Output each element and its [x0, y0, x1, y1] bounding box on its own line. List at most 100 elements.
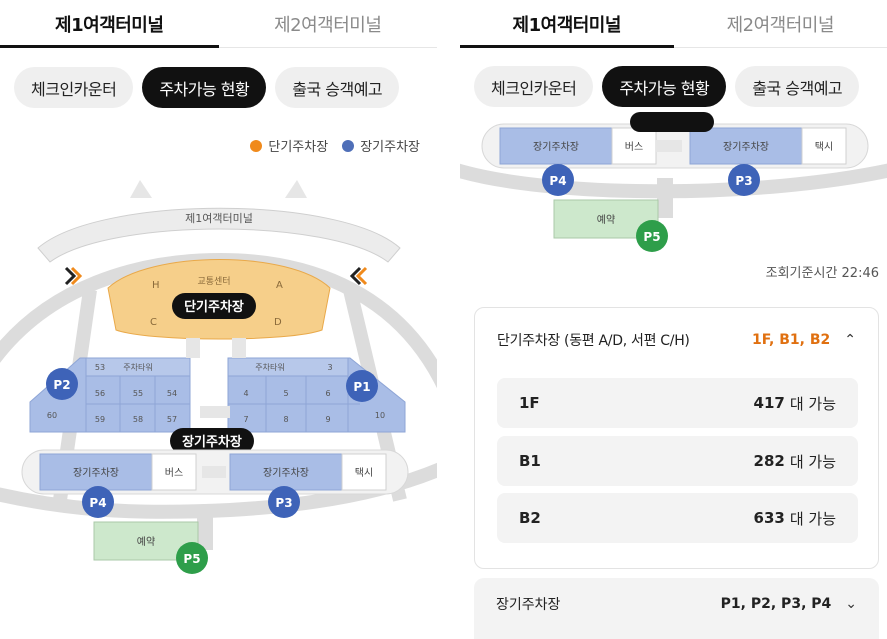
legend-short-term: 단기주차장 — [250, 136, 328, 155]
tab-terminal-1[interactable]: 제1여객터미널 — [460, 0, 674, 48]
short-term-parking-card: 단기주차장 (동편 A/D, 서편 C/H) 1F, B1, B2 ⌃ 1F 4… — [474, 307, 879, 569]
long-term-card-title: 장기주차장 — [496, 597, 561, 613]
entrance-arrow-right-icon — [349, 266, 368, 286]
svg-text:장기주차장: 장기주차장 — [533, 141, 579, 153]
svg-text:10: 10 — [375, 411, 385, 420]
svg-text:7: 7 — [243, 415, 248, 424]
svg-text:장기주차장: 장기주차장 — [723, 141, 769, 153]
long-term-dot-icon — [342, 139, 355, 152]
parking-tower-right-label: 주차타워 — [255, 363, 284, 372]
long-term-right-block[interactable]: 주차타워 3 4 5 6 7 8 9 10 — [227, 357, 406, 433]
svg-text:장기주차장: 장기주차장 — [263, 467, 309, 479]
floor-row-b2: B2 633 대 가능 — [497, 493, 858, 543]
bus-stop — [611, 127, 657, 165]
chevron-down-icon[interactable]: ⌄ — [845, 596, 857, 612]
svg-text:P3: P3 — [275, 496, 292, 510]
terminal-building — [37, 207, 401, 263]
long-term-lot-p3[interactable] — [229, 453, 343, 491]
svg-text:8: 8 — [283, 415, 288, 424]
tab-terminal-2[interactable]: 제2여객터미널 — [726, 14, 835, 36]
marker-p3[interactable]: P3 — [268, 486, 300, 518]
terminal-label: 제1여객터미널 — [185, 212, 253, 225]
svg-text:58: 58 — [133, 415, 143, 424]
svg-text:P2: P2 — [53, 378, 70, 392]
marker-p4[interactable]: P4 — [82, 486, 114, 518]
parking-map: 제1여객터미널 교통센터 H A C D 단기주차장 주차타워 53 — [0, 180, 437, 574]
svg-text:56: 56 — [95, 389, 105, 398]
marker-p5[interactable]: P5 — [636, 220, 668, 252]
svg-text:장기주차장: 장기주차장 — [182, 434, 242, 450]
svg-text:5: 5 — [283, 389, 288, 398]
left-panel: 제1여객터미널 제2여객터미널 체크인카운터 주차가능 현황 출국 승객예고 단… — [0, 0, 437, 639]
bus-stop — [151, 453, 197, 491]
svg-text:6: 6 — [325, 389, 330, 398]
short-term-badge — [172, 293, 256, 319]
svg-text:57: 57 — [167, 415, 177, 424]
svg-text:버스: 버스 — [625, 141, 643, 153]
svg-text:장기주차장: 장기주차장 — [73, 467, 119, 479]
taxi-stand — [341, 453, 387, 491]
svg-text:59: 59 — [95, 415, 105, 424]
chip-checkin-counter[interactable]: 체크인카운터 — [474, 66, 594, 107]
svg-text:53: 53 — [95, 363, 105, 372]
svg-text:P5: P5 — [183, 552, 200, 566]
svg-text:P4: P4 — [549, 174, 566, 188]
svg-text:P5: P5 — [643, 230, 660, 244]
svg-text:4: 4 — [243, 389, 248, 398]
svg-text:54: 54 — [167, 389, 177, 398]
floor-row-1f: 1F 417 대 가능 — [497, 378, 858, 428]
long-term-lot-p3[interactable] — [689, 127, 803, 165]
long-term-lots: P1, P2, P3, P4 — [720, 596, 832, 612]
svg-text:예약: 예약 — [137, 536, 155, 548]
chip-departure-forecast[interactable]: 출국 승객예고 — [735, 66, 860, 107]
query-time: 조회기준시간 22:46 — [765, 266, 879, 281]
long-term-parking-card[interactable]: 장기주차장 P1, P2, P3, P4 ⌄ — [474, 578, 879, 639]
svg-text:60: 60 — [47, 411, 57, 420]
svg-text:택시: 택시 — [815, 141, 833, 153]
long-term-badge — [170, 428, 254, 454]
short-term-card-title: 단기주차장 (동편 A/D, 서편 C/H) — [497, 333, 690, 349]
entrance-arrow-left-icon — [64, 266, 83, 286]
svg-text:3: 3 — [327, 363, 332, 372]
svg-text:버스: 버스 — [165, 467, 183, 479]
marker-p3[interactable]: P3 — [728, 164, 760, 196]
marker-p4[interactable]: P4 — [542, 164, 574, 196]
tab-terminal-1[interactable]: 제1여객터미널 — [0, 0, 219, 48]
zone-d-label: D — [274, 317, 282, 328]
tab-terminal-2[interactable]: 제2여객터미널 — [274, 14, 382, 36]
panel-divider — [437, 0, 460, 639]
svg-text:택시: 택시 — [355, 467, 373, 479]
chip-parking-status[interactable]: 주차가능 현황 — [142, 67, 267, 108]
svg-text:P3: P3 — [735, 174, 752, 188]
terminal-tabs: 제1여객터미널 제2여객터미널 — [0, 0, 437, 48]
marker-p1[interactable]: P1 — [346, 370, 378, 402]
marker-p2[interactable]: P2 — [46, 368, 78, 400]
svg-text:단기주차장: 단기주차장 — [184, 299, 244, 315]
svg-text:9: 9 — [325, 415, 330, 424]
terminal-tabs: 제1여객터미널 제2여객터미널 — [460, 0, 887, 48]
chip-checkin-counter[interactable]: 체크인카운터 — [14, 67, 134, 108]
chip-departure-forecast[interactable]: 출국 승객예고 — [275, 67, 400, 108]
taxi-stand — [801, 127, 847, 165]
svg-text:예약: 예약 — [597, 214, 615, 226]
parking-map-scrolled: 장기주차장 버스 장기주차장 택시 예약 P4 P3 P5 — [460, 108, 887, 258]
chip-parking-status[interactable]: 주차가능 현황 — [602, 66, 727, 107]
long-term-lot-p4[interactable] — [499, 127, 613, 165]
svg-text:P4: P4 — [89, 496, 106, 510]
marker-p5[interactable]: P5 — [176, 542, 208, 574]
legend-long-term: 장기주차장 — [342, 136, 420, 155]
short-term-card-header[interactable]: 단기주차장 (동편 A/D, 서편 C/H) 1F, B1, B2 ⌃ — [475, 308, 878, 372]
short-term-dot-icon — [250, 139, 263, 152]
svg-text:P1: P1 — [353, 380, 370, 394]
zone-a-label: A — [276, 280, 283, 291]
category-chips: 체크인카운터 주차가능 현황 출국 승객예고 — [474, 66, 860, 107]
parking-tower-left-label: 주차타워 — [123, 363, 152, 372]
short-term-floors: 1F, B1, B2 — [752, 332, 831, 348]
zone-c-label: C — [150, 317, 157, 328]
right-panel: 제1여객터미널 제2여객터미널 장기주차장 버스 장기주차장 택시 예약 P4 — [460, 0, 887, 639]
floor-row-b1: B1 282 대 가능 — [497, 436, 858, 486]
map-legend: 단기주차장 장기주차장 — [250, 136, 420, 155]
svg-text:55: 55 — [133, 389, 143, 398]
traffic-center-label: 교통센터 — [197, 276, 230, 287]
chevron-up-icon[interactable]: ⌃ — [844, 332, 856, 348]
